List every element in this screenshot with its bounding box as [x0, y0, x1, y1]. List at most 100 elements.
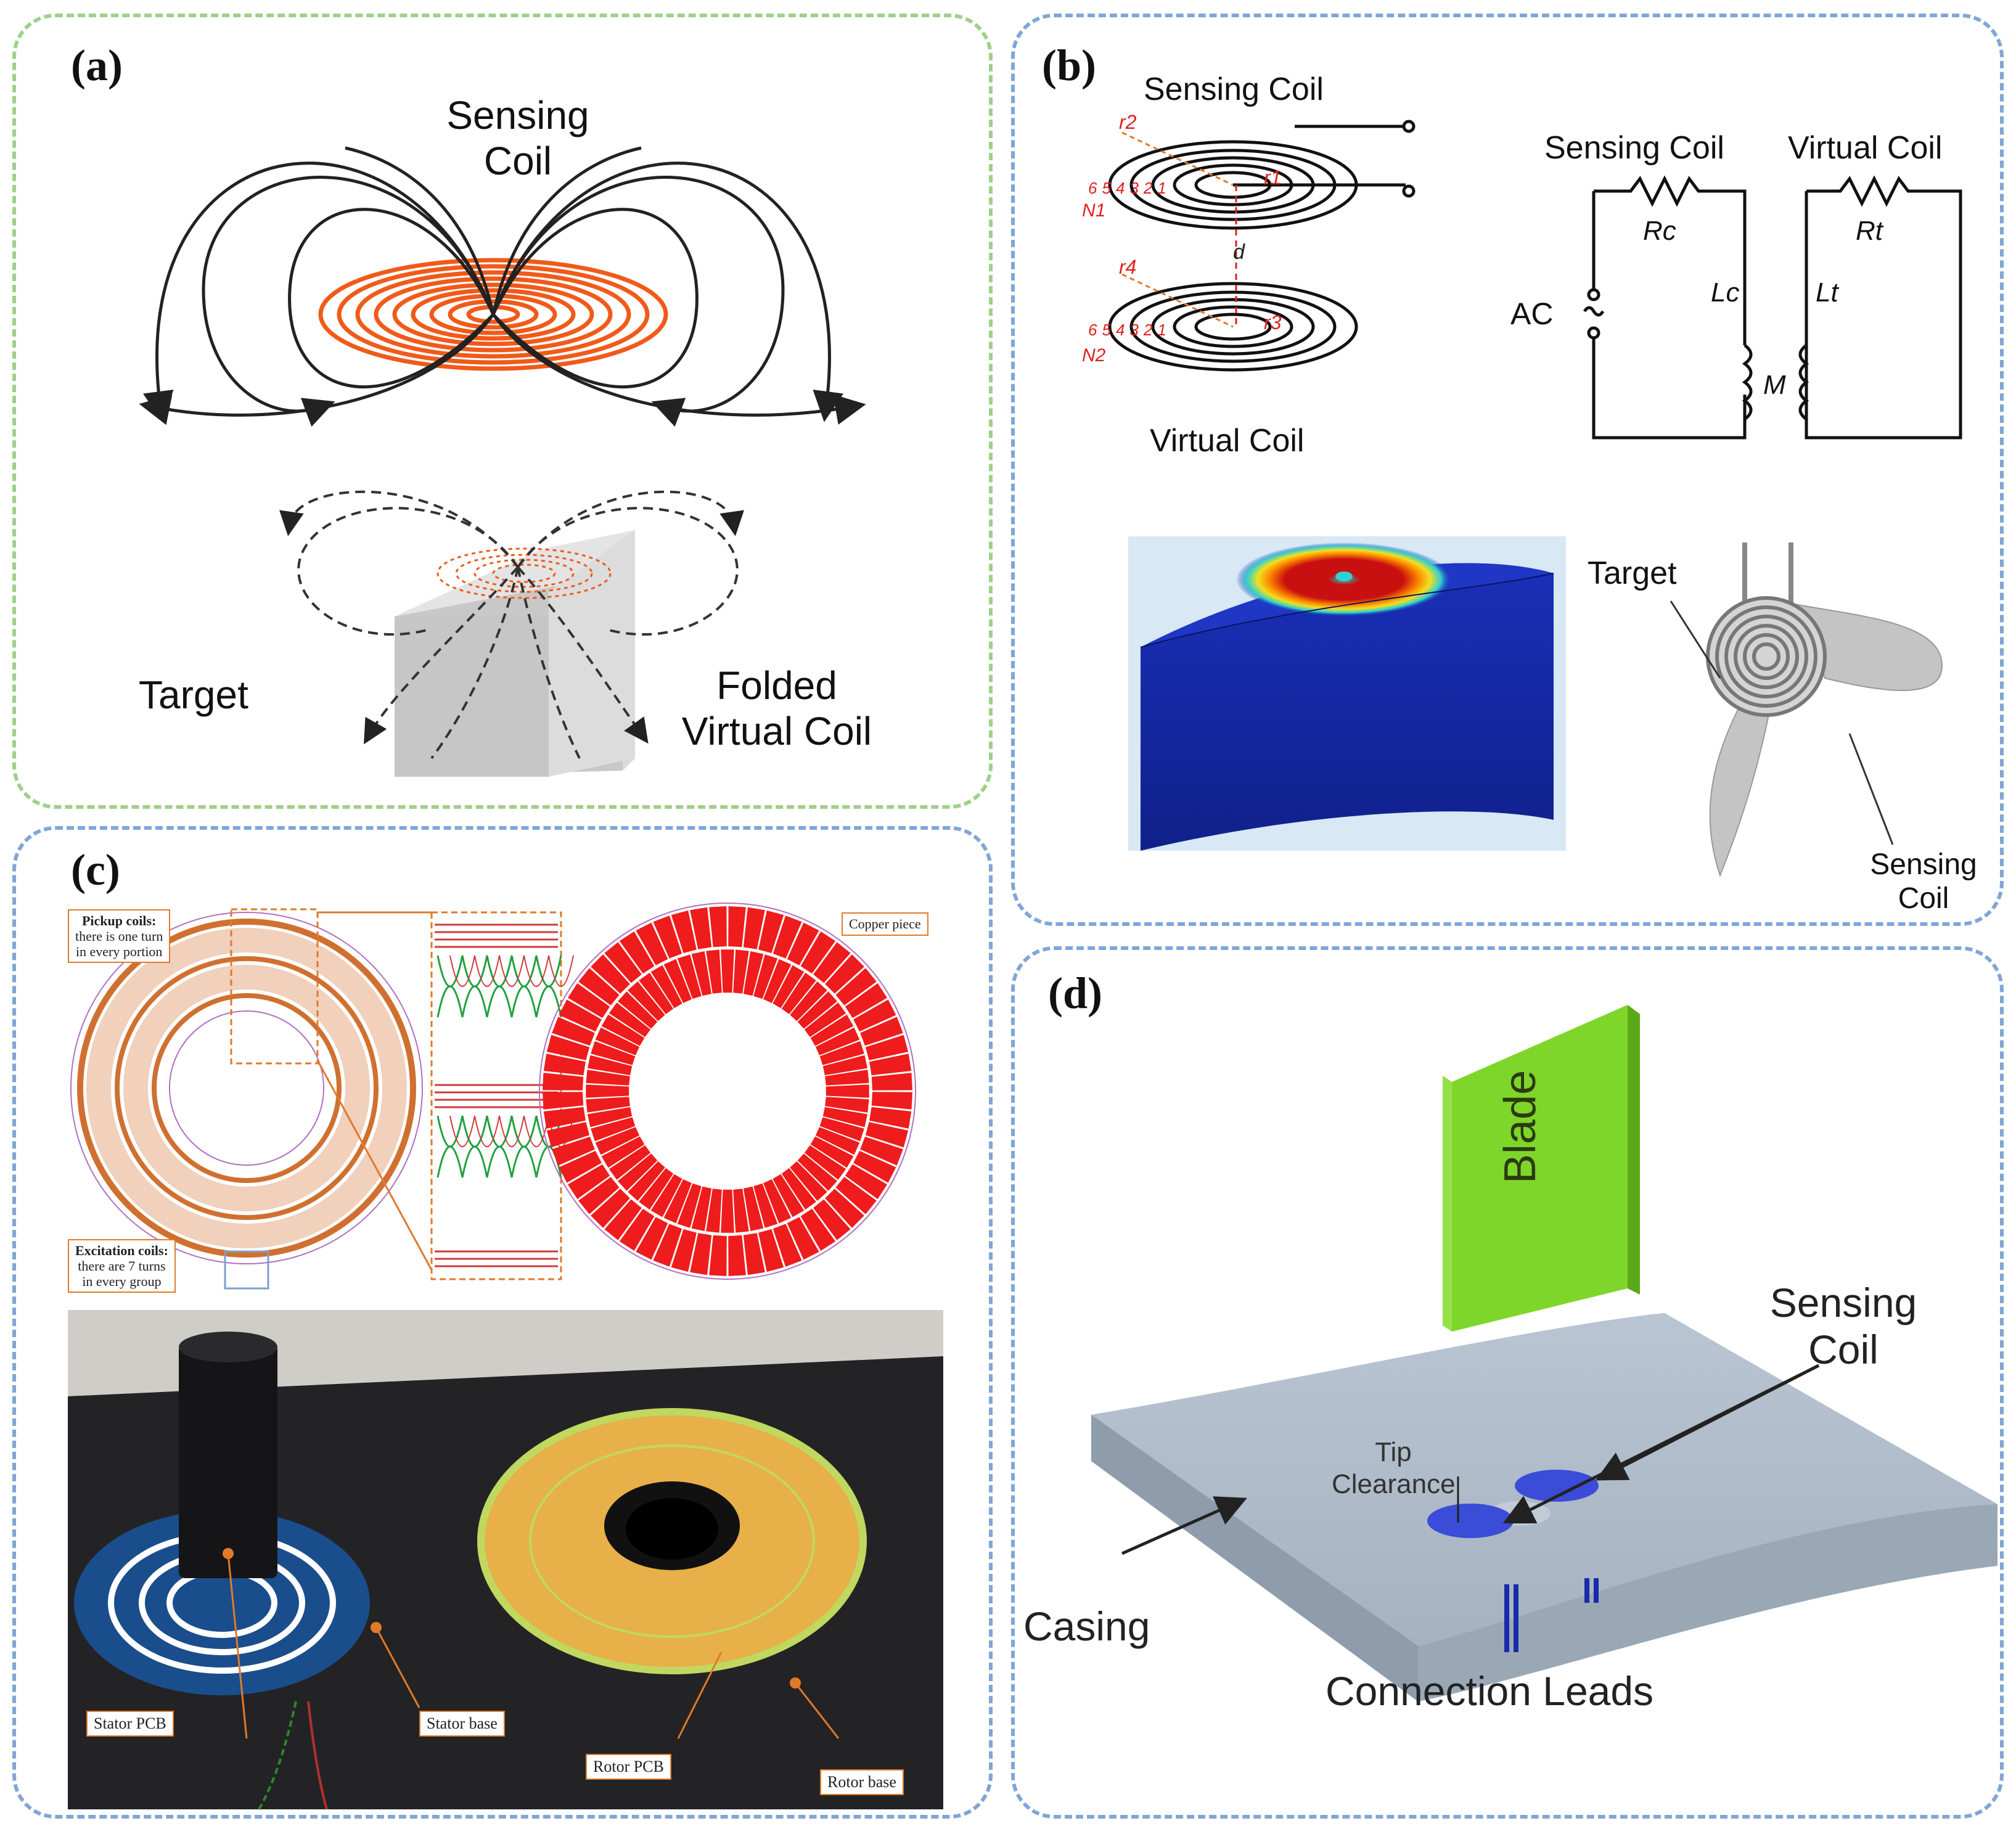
sensing-coil-label-d: Sensing Coil: [1754, 1279, 1933, 1373]
panel-b-label: (b): [1042, 41, 1096, 90]
copper-piece: [691, 1186, 712, 1231]
r1-label: r1: [1264, 166, 1282, 189]
turn-2-bottom: 2: [1143, 321, 1158, 339]
copper-piece: [865, 1034, 909, 1060]
panel-c-label: (c): [71, 845, 120, 894]
copper-piece: [552, 1017, 595, 1046]
copper-piece: [813, 942, 851, 983]
copper-piece: [653, 915, 682, 959]
copper-piece: [797, 1153, 837, 1191]
copper-piece: [618, 991, 658, 1029]
r4-label: r4: [1119, 256, 1137, 278]
target-block: [395, 530, 635, 777]
copper-piece: [671, 910, 697, 954]
copper-piece: [810, 1014, 854, 1046]
copper-piece: [546, 1122, 590, 1148]
copper-piece: [825, 1189, 864, 1228]
copper-piece: [618, 1153, 658, 1191]
stator-pcb-disk: [74, 1510, 370, 1695]
n2-label: N2: [1082, 345, 1106, 366]
turn-6-top: 6: [1088, 179, 1102, 197]
turn-2-top: 2: [1143, 179, 1158, 197]
copper-piece: [578, 1177, 620, 1214]
sensing-coil-label-b-line2: Coil: [1898, 882, 1949, 915]
copper-piece: [639, 972, 674, 1015]
copper-piece: [772, 965, 805, 1009]
folded-virtual-coil: [436, 547, 612, 599]
copper-piece: [860, 1136, 903, 1166]
magnetic-field-lines-a: [139, 146, 866, 427]
blade-with-sensing-coil: [1670, 542, 1943, 877]
pickup-coils-line2: there is one turn: [75, 928, 163, 944]
copper-piece: [822, 1055, 867, 1076]
rotor-pcb-callout: Rotor PCB: [586, 1754, 671, 1780]
turn-1-bottom: 1: [1157, 321, 1171, 339]
copper-piece: [813, 1199, 851, 1240]
copper-piece: [781, 1168, 816, 1210]
copper-piece: [781, 972, 816, 1015]
copper-piece: [663, 1179, 692, 1224]
copper-piece: [543, 1073, 584, 1091]
copper-piece: [588, 1107, 633, 1128]
copper-piece: [709, 906, 727, 948]
copper-piece: [619, 1208, 655, 1251]
copper-piece: [671, 1229, 697, 1272]
stator-rotor-photo: [68, 1310, 943, 1810]
casing-label: Casing: [1023, 1603, 1150, 1649]
excitation-coils-callout: Excitation coils: there are 7 turns in e…: [68, 1239, 176, 1293]
copper-piece: [743, 1186, 764, 1231]
copper-piece: [653, 1224, 682, 1267]
copper-piece: [815, 1127, 860, 1155]
folded-virtual-coil-line2: Virtual Coil: [681, 709, 872, 753]
mutual-inductance-label: M: [1763, 370, 1786, 400]
sensing-coil-label-a-line2: Coil: [483, 139, 552, 183]
copper-piece: [743, 907, 765, 949]
copper-piece: [743, 1233, 765, 1275]
turn-4-bottom: 4: [1115, 321, 1130, 339]
panel-a-label: (a): [71, 41, 123, 90]
copper-piece: [871, 1073, 912, 1091]
turn-5-top: 5: [1102, 179, 1116, 197]
copper-piece: [608, 1002, 651, 1038]
copper-piece: [772, 1224, 802, 1267]
rotor-base-callout: Rotor base: [820, 1769, 904, 1795]
copper-piece: [543, 1054, 586, 1076]
spiral-coil-top: [1108, 120, 1416, 230]
copper-piece: [835, 1177, 877, 1214]
folded-virtual-coil-line1: Folded: [716, 663, 837, 708]
copper-piece: [677, 1183, 702, 1228]
copper-piece: [559, 1150, 602, 1183]
copper-piece: [728, 906, 746, 948]
copper-piece: [763, 959, 792, 1004]
copper-piece: [860, 1017, 903, 1046]
ac-label: AC: [1510, 297, 1554, 331]
copper-piece: [586, 1070, 630, 1086]
panel-d-frame: [1011, 946, 2004, 1819]
target-label-a: Target: [139, 673, 248, 717]
blade-label: Blade: [1496, 1070, 1545, 1184]
sensing-coil-label-b-line1: Sensing: [1870, 848, 1977, 881]
copper-piece: [733, 1189, 749, 1233]
panel-d-label: (d): [1048, 968, 1102, 1018]
copper-piece: [604, 1199, 642, 1240]
d-label: d: [1233, 240, 1245, 264]
copper-piece: [546, 1034, 590, 1060]
sensing-coil-d2: [1427, 1504, 1514, 1538]
turn-5-bottom: 5: [1102, 321, 1116, 339]
sensing-coil-label-b: Sensing Coil: [1868, 848, 1979, 915]
target-label-b: Target: [1588, 555, 1677, 591]
r2-label: r2: [1119, 111, 1137, 133]
connection-leads-label: Connection Leads: [1326, 1668, 1654, 1714]
n1-label: N1: [1082, 200, 1106, 221]
copper-piece: [619, 931, 655, 974]
copper-piece: [825, 954, 864, 994]
copper-piece: [543, 1092, 584, 1110]
copper-piece: [758, 910, 784, 954]
copper-piece: [753, 1183, 778, 1228]
copper-piece: [650, 965, 682, 1009]
sensing-coil-label-a-line1: Sensing: [446, 93, 589, 137]
copper-piece: [728, 1235, 746, 1276]
copper-piece: [601, 1136, 645, 1168]
copper-piece: [591, 1189, 630, 1228]
copper-piece: [853, 1150, 896, 1183]
